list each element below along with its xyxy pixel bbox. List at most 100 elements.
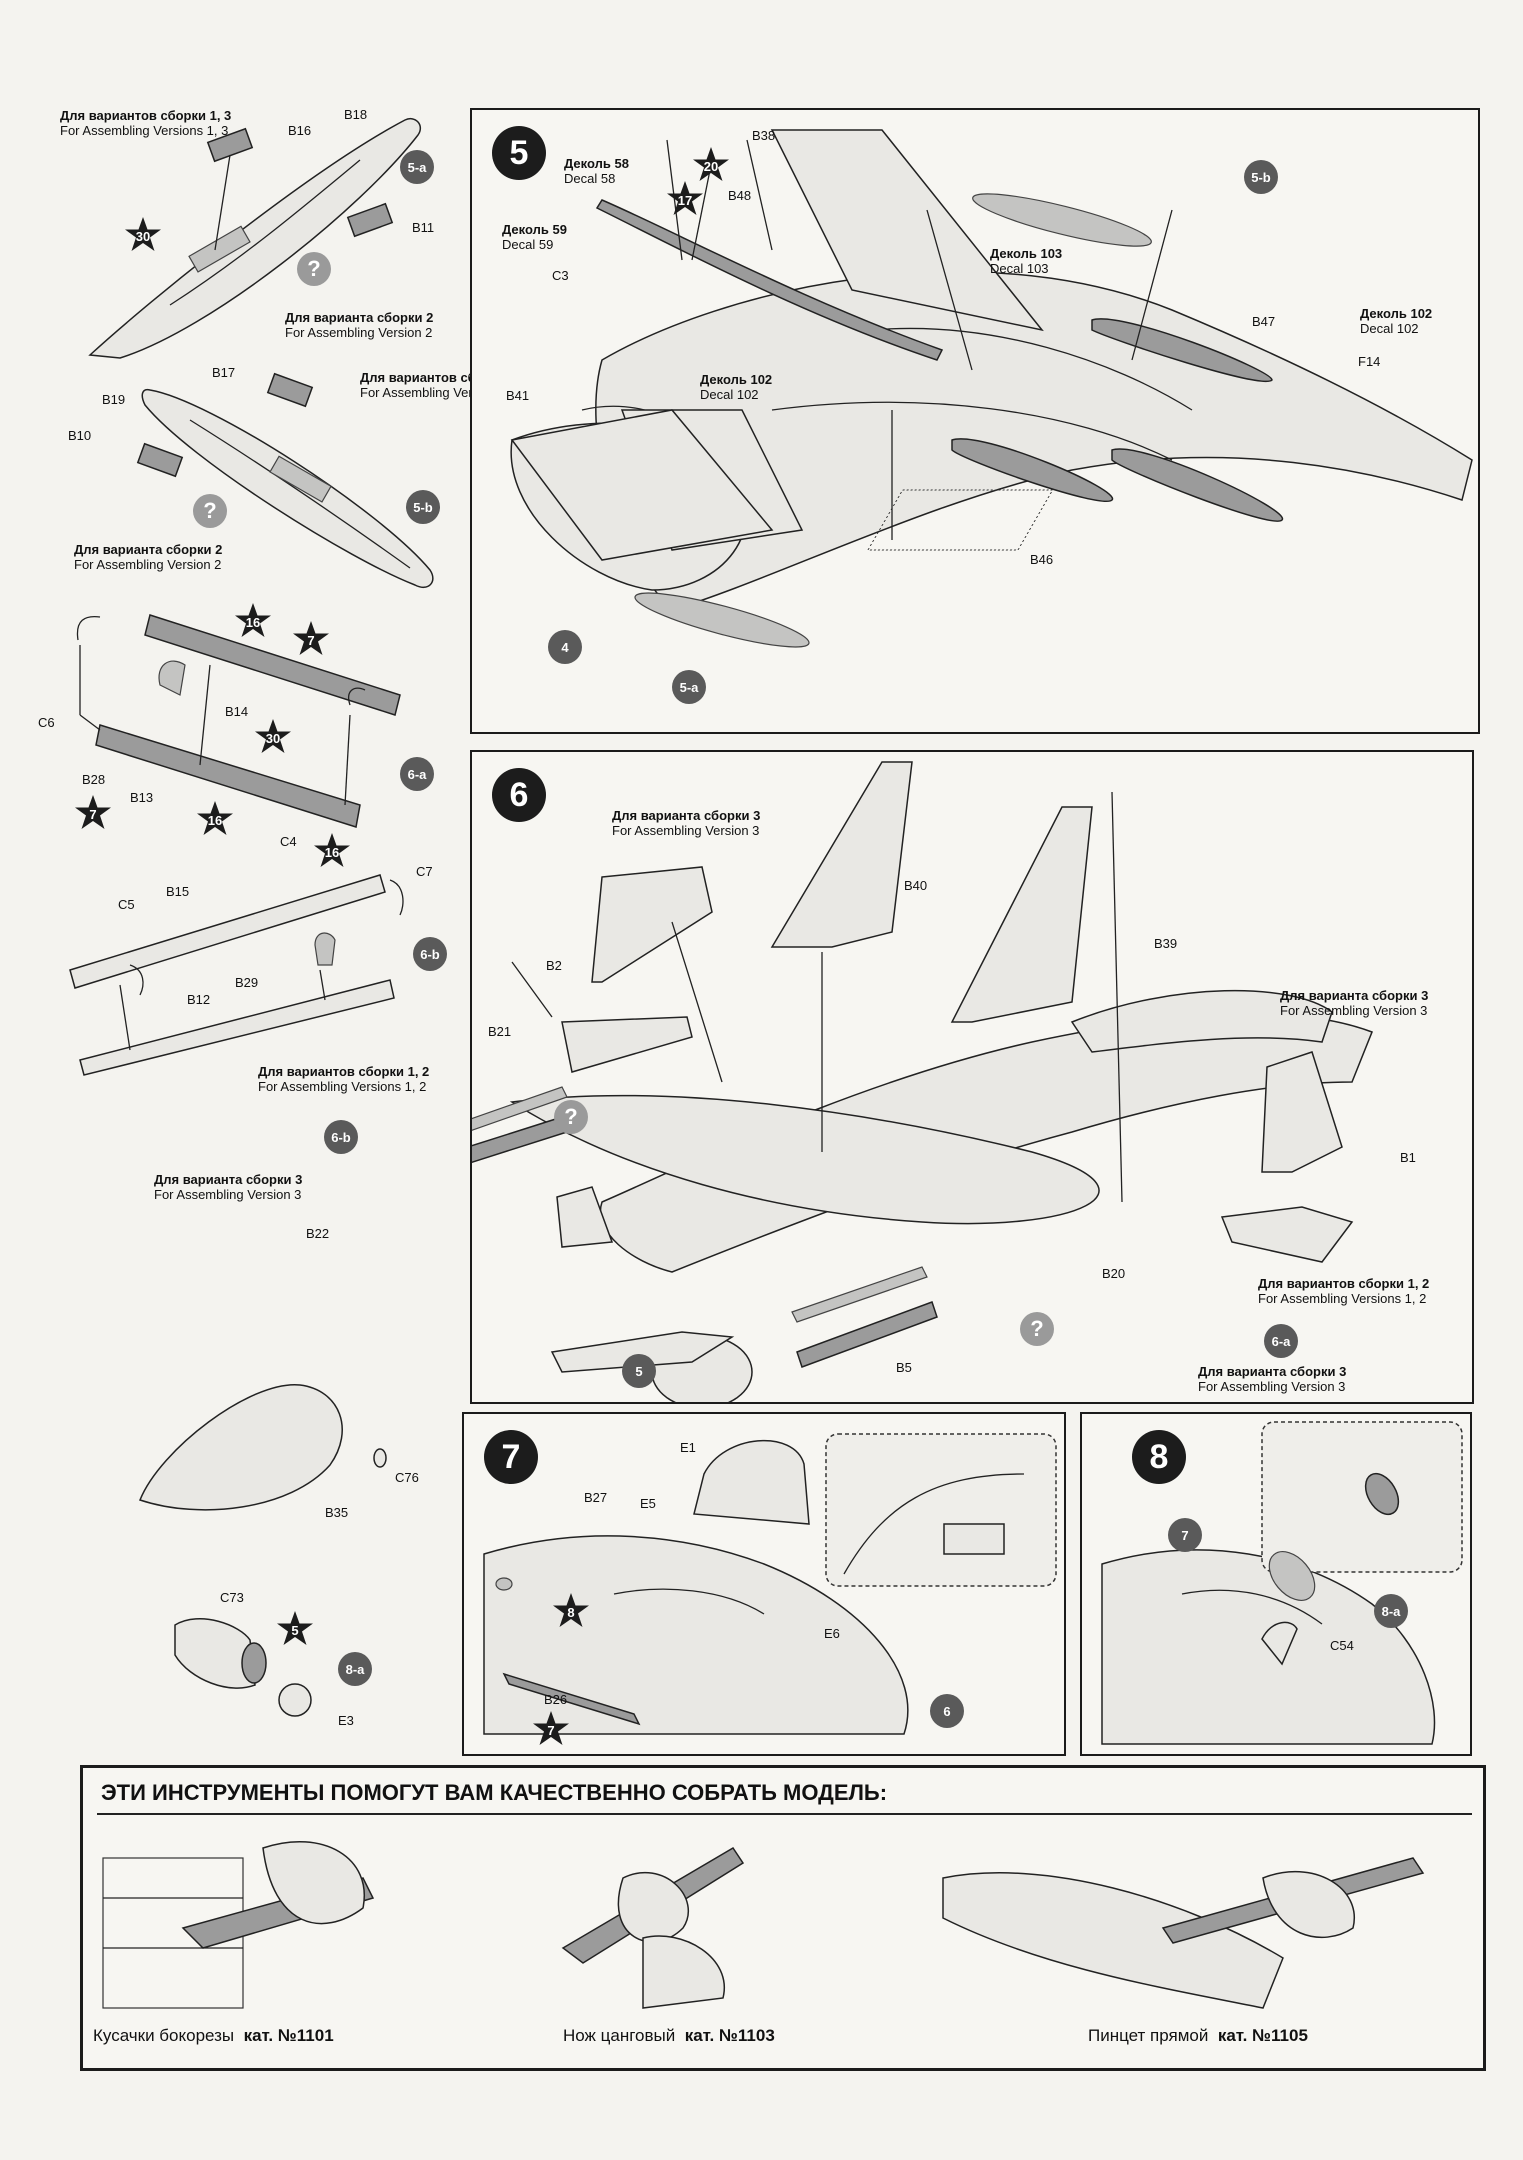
paint-star-icon: 16 (196, 800, 234, 838)
step-number: 7 (484, 1430, 538, 1484)
label-ru: Для вариантов сборки 1, 3 (60, 108, 232, 123)
part-b38: B38 (752, 128, 776, 143)
part-e3: E3 (338, 1713, 354, 1728)
paint-star-icon: 30 (124, 216, 162, 254)
label-v3-bottom: Для варианта сборки 3 For Assembling Ver… (1198, 1364, 1346, 1394)
tool-catalog-number: кат. №1103 (684, 2026, 775, 2045)
label-ru: Для варианта сборки 3 (1198, 1364, 1347, 1379)
step-5-drawing (510, 129, 1473, 648)
label-ru: Для варианта сборки 2 (285, 310, 434, 325)
paint-star-icon: 8 (552, 1592, 590, 1630)
label-5b-version-2: Для варианта сборки 2 For Assembling Ver… (74, 542, 222, 572)
badge-7: 7 (1168, 1518, 1202, 1552)
part-b15: B15 (166, 884, 190, 899)
part-b35: B35 (325, 1505, 349, 1520)
label-en: For Assembling Versions 1, 2 (1258, 1291, 1427, 1306)
paint-star-icon: 5 (276, 1610, 314, 1648)
tools-illustration (102, 1840, 1425, 2009)
badge-5a: 5-a (400, 150, 434, 184)
label-ru: Деколь 58 (564, 156, 629, 171)
label-en: For Assembling Version 3 (1280, 1003, 1428, 1018)
label-ru: Деколь 102 (700, 372, 773, 387)
badge-6: 6 (930, 1694, 964, 1728)
part-b29: B29 (235, 975, 259, 990)
decal-58-label: Деколь 58 Decal 58 (564, 156, 629, 186)
tools-footer: ЭТИ ИНСТРУМЕНТЫ ПОМОГУТ ВАМ КАЧЕСТВЕННО … (80, 1765, 1486, 2071)
tool-straight-tweezers: Пинцет прямой кат. №1105 (1088, 2026, 1308, 2046)
part-b27: B27 (584, 1490, 608, 1505)
part-b2: B2 (546, 958, 562, 973)
label-ru: Для варианта сборки 3 (154, 1172, 303, 1187)
part-b28: B28 (82, 772, 106, 787)
label-ru: Для варианта сборки 2 (74, 542, 223, 557)
title-divider (97, 1813, 1472, 1815)
question-icon: ? (193, 494, 227, 528)
label-v3-top: Для варианта сборки 3 For Assembling Ver… (612, 808, 760, 838)
paint-star-icon: 7 (74, 794, 112, 832)
label-en: Decal 103 (990, 261, 1049, 276)
part-b5: B5 (896, 1360, 912, 1375)
badge-5: 5 (622, 1354, 656, 1388)
label-ru: Для варианта сборки 3 (1280, 988, 1429, 1003)
part-c3: C3 (552, 268, 569, 283)
part-b41: B41 (506, 388, 530, 403)
badge-8a: 8-a (338, 1652, 372, 1686)
decal-59-label: Деколь 59 Decal 59 (502, 222, 567, 252)
badge-6a: 6-a (400, 757, 434, 791)
label-v3-right: Для варианта сборки 3 For Assembling Ver… (1280, 988, 1428, 1018)
step-7-drawing (483, 1433, 1057, 1735)
part-b11: B11 (412, 220, 435, 235)
paint-star-icon: 20 (692, 146, 730, 184)
step-6-panel: 6 Для варианта сборки 3 For Assembling V… (154, 750, 1474, 1404)
label-en: For Assembling Version 2 (285, 325, 433, 340)
question-icon: ? (554, 1100, 588, 1134)
badge-5b: 5-b (406, 490, 440, 524)
step-6-drawing (472, 761, 1373, 1402)
badge-6b: 6-b (413, 937, 447, 971)
badge-8a: 8-a (1374, 1594, 1408, 1628)
step-number: 6 (492, 768, 546, 822)
paint-star-icon: 7 (532, 1710, 570, 1748)
badge-5b: 5-b (1244, 160, 1278, 194)
tool-catalog-number: кат. №1105 (1217, 2026, 1308, 2045)
badge-6b: 6-b (324, 1120, 358, 1154)
part-b26: B26 (544, 1692, 568, 1707)
label-en: Decal 59 (502, 237, 554, 252)
label-en: For Assembling Version 2 (74, 557, 222, 572)
tool-name: Пинцет прямой (1088, 2026, 1209, 2045)
tool-name: Нож цанговый (563, 2026, 676, 2045)
decal-102-label-right: Деколь 102 Decal 102 (1360, 306, 1432, 336)
tools-title: ЭТИ ИНСТРУМЕНТЫ ПОМОГУТ ВАМ КАЧЕСТВЕННО … (101, 1780, 888, 1805)
label-ru: Для вариантов сборки 1, 2 (258, 1064, 430, 1079)
step-5-panel: 5 Деколь 58 Decal 58 (470, 108, 1480, 734)
part-b46: B46 (1030, 552, 1054, 567)
label-ru: Для вариантов сборки 1, 2 (1258, 1276, 1430, 1291)
paint-star-icon: 7 (292, 620, 330, 658)
label-en: Decal 58 (564, 171, 616, 186)
badge-4: 4 (548, 630, 582, 664)
part-f14: F14 (1358, 354, 1381, 369)
part-b40: B40 (904, 878, 928, 893)
part-c73: C73 (220, 1590, 244, 1605)
tool-side-cutters: Кусачки бокорезы кат. №1101 (93, 2026, 334, 2046)
part-b1: B1 (1400, 1150, 1416, 1165)
decal-103-label: Деколь 103 Decal 103 (990, 246, 1062, 276)
paint-star-icon: 16 (234, 602, 272, 640)
paint-star-icon: 17 (666, 180, 704, 218)
label-en: Decal 102 (700, 387, 759, 402)
tool-name: Кусачки бокорезы (93, 2026, 235, 2045)
label-5a-version-2: Для варианта сборки 2 For Assembling Ver… (285, 310, 433, 340)
label-ru: Для варианта сборки 3 (612, 808, 761, 823)
part-b47: B47 (1252, 314, 1276, 329)
exhaust-cone-drawing-8a (174, 1618, 312, 1717)
label-en: For Assembling Versions 1, 3 (60, 123, 229, 138)
label-en: For Assembling Version 3 (1198, 1379, 1346, 1394)
part-b20: B20 (1102, 1266, 1126, 1281)
part-c76: C76 (395, 1470, 419, 1485)
part-b10: B10 (68, 428, 92, 443)
cockpit-tub-drawing-6a (76, 614, 401, 828)
part-b22: B22 (306, 1226, 330, 1241)
step-8-panel: 8 C54 7 8-a (1080, 1412, 1472, 1756)
paint-star-icon: 16 (313, 832, 351, 870)
part-e6: E6 (824, 1626, 840, 1641)
